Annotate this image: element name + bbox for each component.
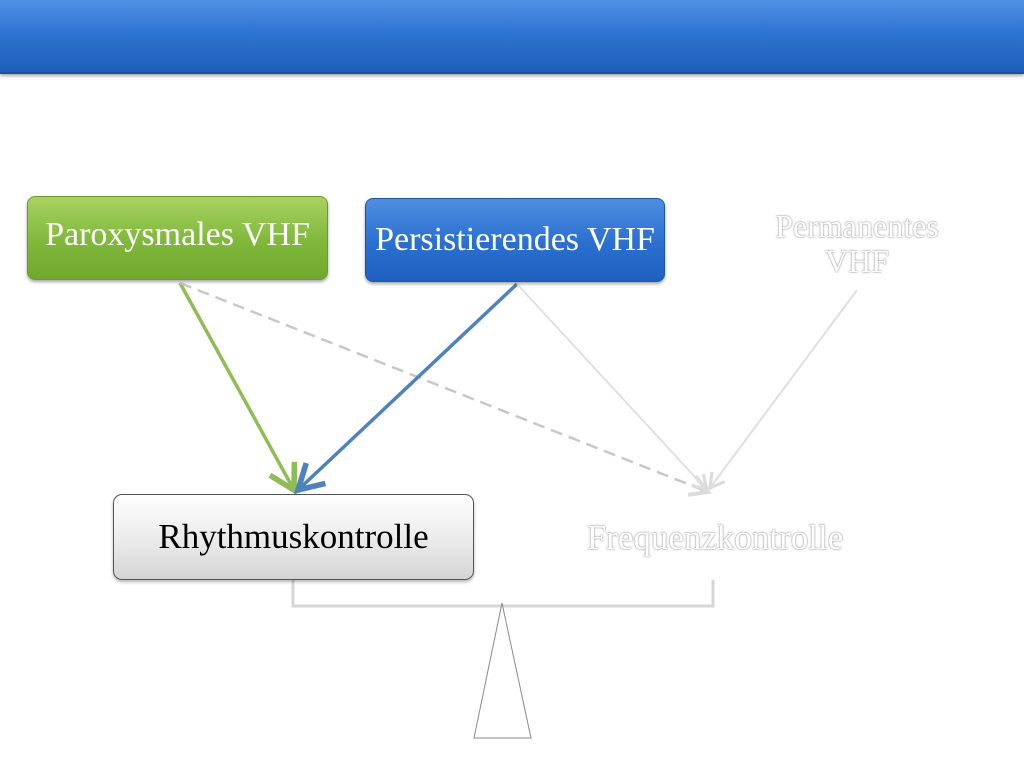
edge-paroxysmal-to-frequency [179,281,712,497]
edge-persistent-to-rhythm [293,282,519,494]
node-persistent-vhf: Persistierendes VHF [365,198,665,282]
node-paroxysmal-label: Paroxysmales VHF [45,215,310,253]
node-paroxysmal-vhf: Paroxysmales VHF [27,196,328,280]
node-frequency-control: Frequenzkontrolle [545,500,885,576]
edge-permanent-to-frequency [708,289,858,491]
node-permanent-label: Permanentes VHF [775,208,939,279]
edge-persistent-to-frequency [516,283,710,493]
balance-scale-icon [291,580,715,739]
node-rhythm-label: Rhythmuskontrolle [158,517,429,557]
node-rhythm-control: Rhythmuskontrolle [113,494,474,580]
node-persistent-label: Persistierendes VHF [375,220,655,258]
header-bar [0,0,1024,74]
edge-paroxysmal-to-rhythm [178,282,298,495]
node-permanent-vhf: Permanentes VHF [740,196,974,292]
node-frequency-label: Frequenzkontrolle [586,518,844,558]
